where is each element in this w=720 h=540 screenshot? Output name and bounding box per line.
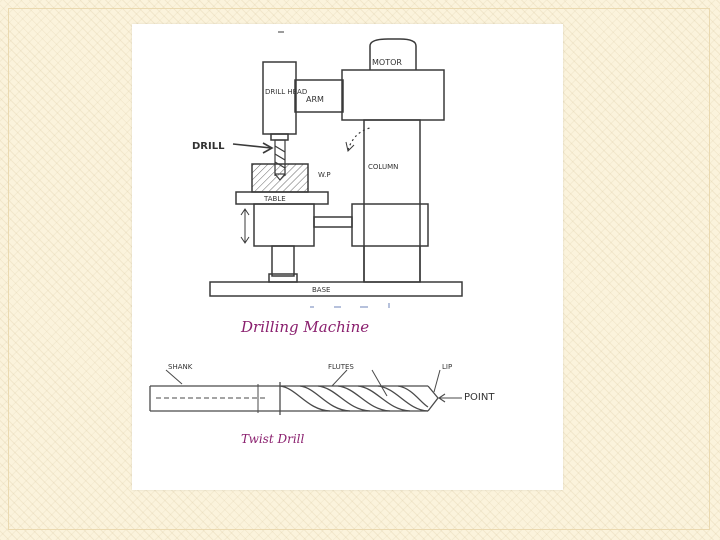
column (363, 119, 421, 283)
table-support (253, 203, 315, 247)
drill-shank (149, 384, 280, 413)
spindle (270, 133, 289, 141)
arm-housing (341, 69, 445, 121)
column-collar (351, 203, 429, 247)
label-arm: ARM (306, 95, 324, 104)
drilling-machine-diagram (209, 31, 463, 297)
pedestal (271, 245, 295, 277)
label-flutes: FLUTES (328, 363, 354, 371)
drill-pointer-arrow (232, 142, 274, 154)
label-drill-head: DRILL HEAD (265, 88, 307, 96)
diagram-canvas: MOTOR DRILL HEAD ARM DRILL COLUMN W.P TA… (149, 31, 495, 415)
pedestal-foot (268, 273, 298, 283)
label-workpiece: W.P (318, 171, 331, 179)
vertical-travel-arrow (240, 208, 250, 244)
base-plate (209, 281, 463, 297)
slide-frame (8, 8, 710, 530)
twist-drill-caption: Twist Drill (241, 432, 305, 446)
drill-flutes (279, 382, 429, 415)
drill-head (262, 61, 297, 135)
drill-point (427, 385, 439, 412)
scan-smudge (310, 303, 390, 308)
label-point: POINT (464, 392, 495, 403)
twist-drill-diagram (149, 369, 462, 415)
rotation-arc (347, 127, 371, 151)
clamp-bracket (313, 216, 353, 228)
motor (369, 38, 417, 70)
label-base: BASE (312, 286, 330, 294)
workpiece (251, 163, 309, 193)
figure-card: MOTOR DRILL HEAD ARM DRILL COLUMN W.P TA… (132, 24, 563, 490)
drilling-machine-caption: Drilling Machine (241, 318, 370, 336)
label-table: TABLE (263, 195, 286, 203)
arm (294, 79, 344, 113)
label-motor: MOTOR (372, 58, 402, 67)
label-drill: DRILL (192, 141, 225, 152)
label-shank: SHANK (168, 363, 193, 371)
label-column: COLUMN (368, 163, 398, 171)
label-lip: LIP (442, 363, 452, 371)
